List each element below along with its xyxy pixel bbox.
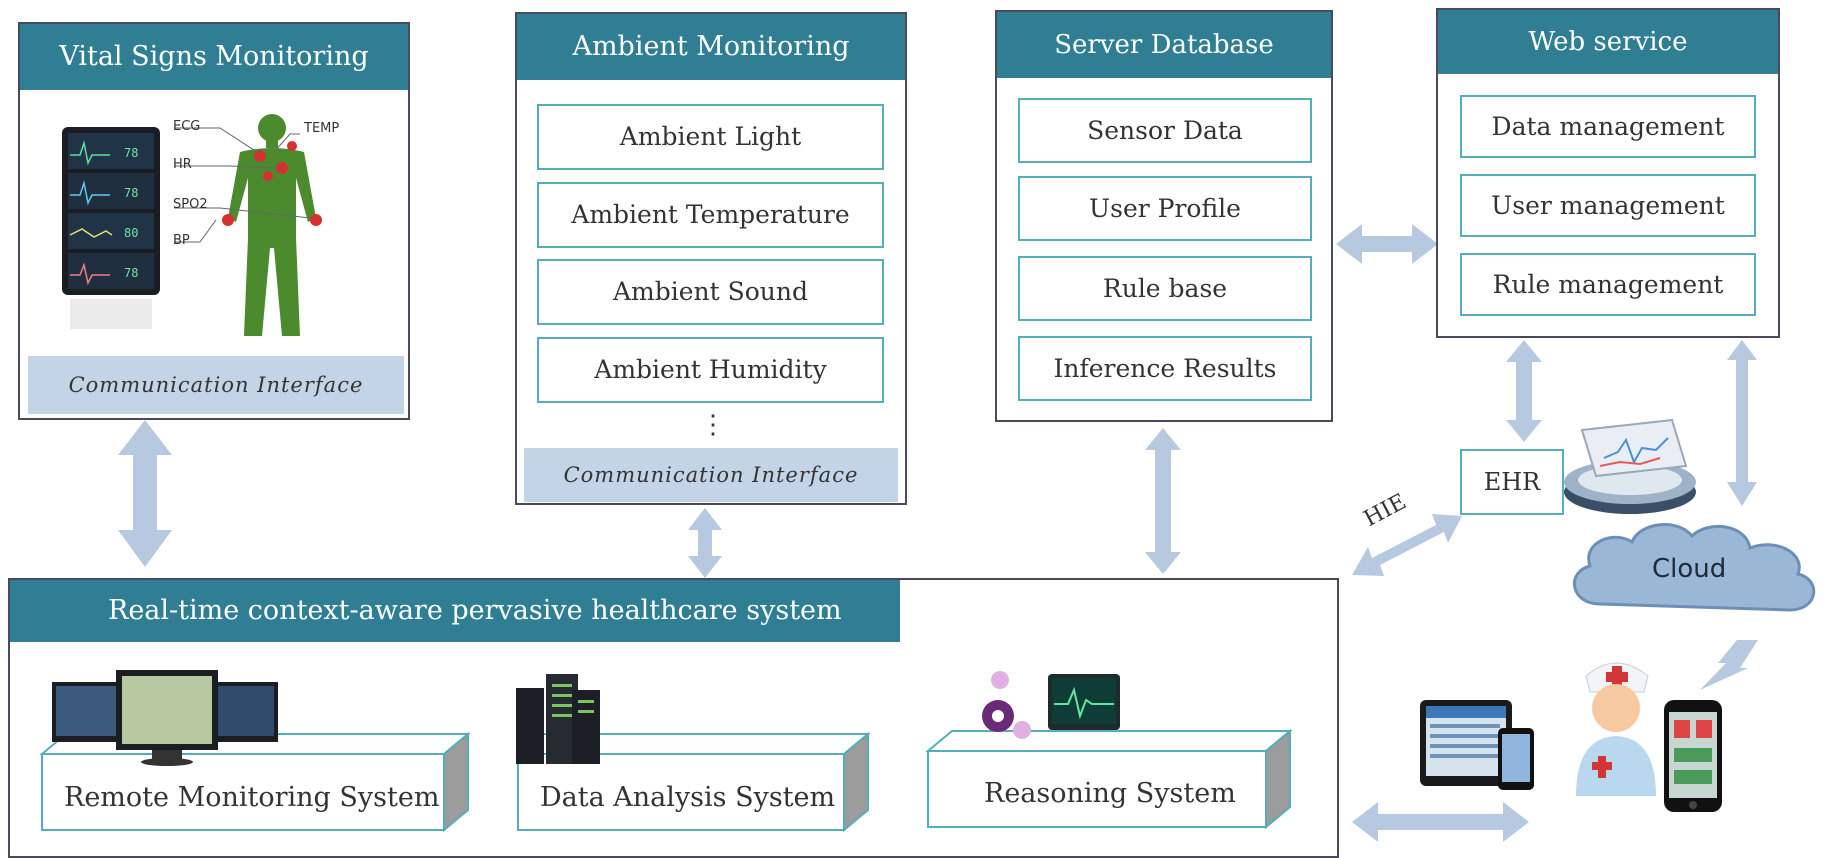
arrow-hie xyxy=(1352,514,1462,576)
tablet-icon xyxy=(1420,700,1534,790)
server-db-title: Server Database xyxy=(997,12,1331,78)
temp-label: TEMP xyxy=(304,121,340,136)
sensor-leader-lines xyxy=(174,127,311,243)
ambient-comm-interface: Communication Interface xyxy=(524,448,898,502)
arrow-web-ehr xyxy=(1506,340,1542,442)
remote-monitoring-box xyxy=(39,731,471,833)
server-racks-icon xyxy=(516,674,600,764)
data-management-item: Data management xyxy=(1460,95,1756,158)
ambient-temperature: Ambient Temperature xyxy=(537,182,884,248)
bp-label: BP xyxy=(173,233,190,248)
spo2-label: SPO2 xyxy=(173,197,208,212)
arrow-system-mobile xyxy=(1352,802,1529,842)
ambient-ellipsis: ⋮ xyxy=(700,410,726,440)
data-analysis-box xyxy=(515,731,871,833)
lightning-icon xyxy=(1700,640,1758,690)
svg-text:80: 80 xyxy=(124,226,138,240)
ambient-humidity: Ambient Humidity xyxy=(537,337,884,403)
gears-icon xyxy=(982,671,1031,739)
user-profile-item: User Profile xyxy=(1018,176,1312,241)
realtime-system-title: Real-time context-aware pervasive health… xyxy=(10,580,900,642)
hr-label: HR xyxy=(173,157,192,172)
sensor-data-item: Sensor Data xyxy=(1018,98,1312,163)
vital-comm-interface: Communication Interface xyxy=(28,356,404,414)
ambient-sound: Ambient Sound xyxy=(537,259,884,325)
ehr-box: EHR xyxy=(1460,449,1564,515)
web-service-title: Web service xyxy=(1438,10,1778,74)
ecg-monitor-icon xyxy=(1048,674,1120,730)
user-management-item: User management xyxy=(1460,174,1756,237)
arrow-vital-system xyxy=(118,420,172,567)
ambient-title: Ambient Monitoring xyxy=(517,14,905,80)
ecg-label: ECG xyxy=(173,119,201,134)
inference-results-item: Inference Results xyxy=(1018,336,1312,401)
patient-monitor-icon: 78 78 80 78 xyxy=(62,127,160,329)
arrow-server-system xyxy=(1145,428,1181,574)
arrow-web-cloud xyxy=(1727,340,1757,506)
vital-signs-title: Vital Signs Monitoring xyxy=(20,24,408,90)
ambient-panel xyxy=(515,12,907,505)
ehr-device-icon xyxy=(1564,418,1696,514)
human-body-icon xyxy=(222,114,322,336)
doctor-icon xyxy=(1576,662,1656,796)
svg-text:78: 78 xyxy=(124,146,138,160)
reasoning-label: Reasoning System xyxy=(984,778,1236,809)
ambient-light: Ambient Light xyxy=(537,104,884,170)
smartphone-icon xyxy=(1664,700,1722,812)
arrow-ambient-system xyxy=(688,508,722,578)
data-analysis-label: Data Analysis System xyxy=(540,782,836,813)
rule-management-item: Rule management xyxy=(1460,253,1756,316)
cloud-label: Cloud xyxy=(1652,554,1727,584)
cloud-icon xyxy=(1573,523,1816,612)
rule-base-item: Rule base xyxy=(1018,256,1312,321)
monitor-screens-icon xyxy=(52,670,278,766)
remote-monitoring-label: Remote Monitoring System xyxy=(64,782,440,813)
svg-text:78: 78 xyxy=(124,186,138,200)
arrow-server-web xyxy=(1336,224,1438,264)
svg-text:78: 78 xyxy=(124,266,138,280)
